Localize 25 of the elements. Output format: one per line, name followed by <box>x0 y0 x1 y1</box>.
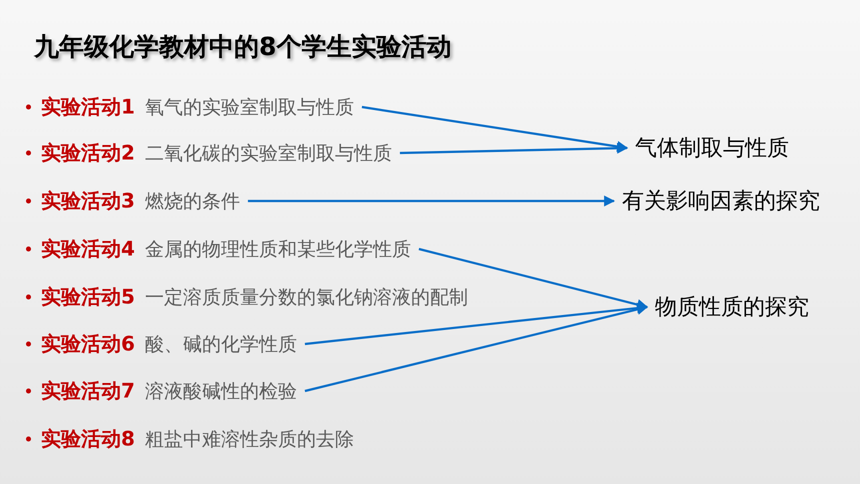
activity-title: 氧气的实验室制取与性质 <box>144 95 354 120</box>
activity-title: 粗盐中难溶性杂质的去除 <box>144 427 354 452</box>
activity-title: 酸、碱的化学性质 <box>144 332 297 357</box>
activity-title: 一定溶质质量分数的氯化钠溶液的配制 <box>144 285 468 310</box>
category-label: 物质性质的探究 <box>655 292 809 322</box>
activity-number: 实验活动1 <box>41 94 135 120</box>
category-label: 有关影响因素的探究 <box>622 186 820 216</box>
activity-title: 金属的物理性质和某些化学性质 <box>144 237 411 262</box>
activity-number: 实验活动5 <box>41 284 135 310</box>
activity-number: 实验活动2 <box>41 140 135 166</box>
activity-number: 实验活动7 <box>41 378 135 404</box>
activity-title: 燃烧的条件 <box>144 189 240 214</box>
arrow <box>362 106 628 152</box>
arrow <box>400 142 628 154</box>
arrow <box>304 304 648 392</box>
activity-title: 二氧化碳的实验室制取与性质 <box>144 141 392 166</box>
activity-number: 实验活动3 <box>41 188 135 214</box>
category-label: 气体制取与性质 <box>635 133 789 163</box>
activity-number: 实验活动8 <box>41 426 135 452</box>
activity-title: 溶液酸碱性的检验 <box>144 379 297 404</box>
arrow <box>418 248 648 310</box>
slide-title: 九年级化学教材中的8个学生实验活动 <box>34 31 452 63</box>
activity-number: 实验活动6 <box>41 330 135 358</box>
activity-number: 实验活动4 <box>41 236 135 262</box>
arrow <box>248 196 616 206</box>
